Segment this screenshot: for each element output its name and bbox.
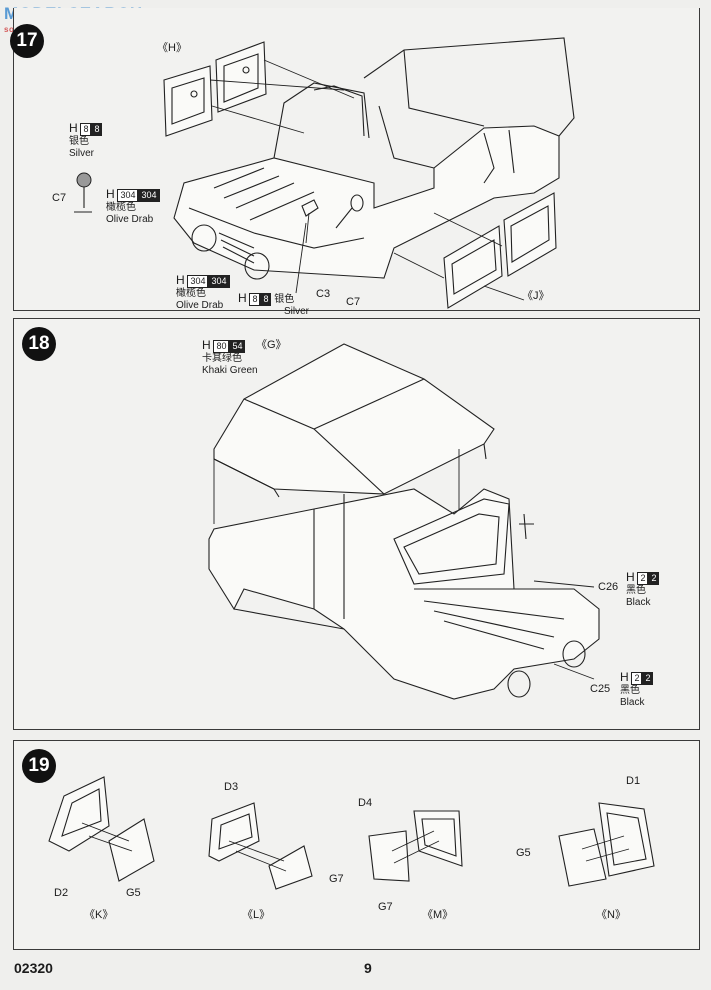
paint-cn: 银色 <box>274 294 295 305</box>
window-frame-m <box>368 810 463 882</box>
paint-code: 2 <box>648 572 660 585</box>
part-c25: C25 <box>590 683 611 695</box>
part-c3: C3 <box>316 288 331 300</box>
vehicle-body-17 <box>173 37 575 280</box>
page-number: 9 <box>364 960 372 976</box>
part-k-d2: D2 <box>54 887 69 899</box>
step-18-badge: 18 <box>22 327 56 361</box>
door-panel-j-2 <box>503 192 557 277</box>
part-m-d4: D4 <box>358 797 373 809</box>
door-panel-j-1 <box>443 225 503 309</box>
part-c7-left: C7 <box>52 192 67 204</box>
window-frame-l <box>208 802 313 890</box>
door-panel-h-2 <box>215 41 267 113</box>
paint-cn: 银色 <box>69 136 89 147</box>
wiper-c3 <box>301 199 319 244</box>
paint-code: 54 <box>229 340 246 353</box>
label-g: 《G》 <box>256 339 287 351</box>
part-n-g5: G5 <box>516 847 531 859</box>
step-18-diagram <box>208 343 600 700</box>
paint-en: Black <box>620 697 645 708</box>
part-n-d1: D1 <box>626 775 641 787</box>
label-l: 《L》 <box>242 909 271 921</box>
part-l-d3: D3 <box>224 781 239 793</box>
paint-code: 2 <box>631 672 643 685</box>
paint-h: H <box>69 121 78 135</box>
paint-h: H <box>620 670 629 684</box>
label-j: 《J》 <box>522 290 550 302</box>
paint-code: 2 <box>637 572 649 585</box>
paint-code: 2 <box>642 672 654 685</box>
step-19-badge: 19 <box>22 749 56 783</box>
label-m: 《M》 <box>422 909 454 921</box>
paint-code: 8 <box>249 293 261 306</box>
paint-code: 8 <box>80 123 92 136</box>
paint-cn: 橄榄色 <box>176 288 206 299</box>
paint-cn: 橄榄色 <box>106 202 136 213</box>
paint-h: H <box>202 338 211 352</box>
part-m-g7: G7 <box>378 901 393 913</box>
part-c26: C26 <box>598 581 619 593</box>
paint-h: H <box>626 570 635 584</box>
paint-en: Olive Drab <box>106 214 154 225</box>
soft-top-g <box>213 343 495 498</box>
door-panel-h-1 <box>163 65 213 137</box>
paint-cn: 黑色 <box>626 585 646 596</box>
paint-cn: 黑色 <box>620 685 640 696</box>
paint-code: 304 <box>187 275 209 288</box>
paint-h: H <box>176 273 185 287</box>
paint-en: Silver <box>284 306 310 317</box>
paint-code: 304 <box>138 189 160 202</box>
window-frame-n <box>558 802 655 887</box>
window-frame-k <box>48 776 155 882</box>
vehicle-body-18 <box>208 488 600 700</box>
paint-en: Olive Drab <box>176 300 224 311</box>
paint-code: 304 <box>208 275 230 288</box>
paint-cn: 卡其绿色 <box>202 353 242 364</box>
sample-c7 <box>74 172 92 213</box>
step-19-panel: 19 D2 G5 《K》 D3 G7 《L》 D4 G7 《M》 D1 G5 《… <box>13 740 700 950</box>
paint-code: 304 <box>117 189 139 202</box>
mirror-c7 <box>335 194 364 229</box>
paint-en: Black <box>626 597 651 608</box>
paint-en: Khaki Green <box>202 365 258 376</box>
step-17-badge: 17 <box>10 24 44 58</box>
paint-en: Silver <box>69 148 95 159</box>
part-k-g5: G5 <box>126 887 141 899</box>
part-c7: C7 <box>346 296 361 308</box>
paint-code: 8 <box>91 123 103 136</box>
paint-h: H <box>106 187 115 201</box>
step-17-diagram <box>74 37 575 309</box>
step-19-diagram <box>48 776 655 890</box>
paint-code: 8 <box>260 293 272 306</box>
label-n: 《N》 <box>596 909 626 921</box>
label-h: 《H》 <box>157 42 187 54</box>
paint-code: 80 <box>213 340 230 353</box>
paint-h: H <box>238 291 247 305</box>
footer-code: 02320 <box>14 960 53 976</box>
label-k: 《K》 <box>84 909 114 921</box>
part-l-g7: G7 <box>329 873 344 885</box>
